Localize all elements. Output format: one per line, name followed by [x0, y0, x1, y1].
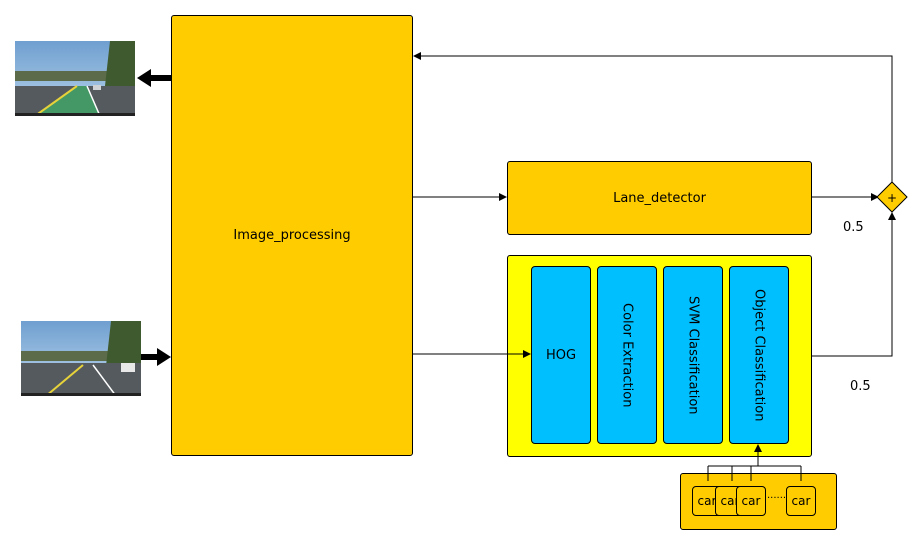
car-item: car: [786, 486, 816, 516]
lane-detector-block: Lane_detector: [507, 161, 812, 235]
hog-block: HOG: [531, 266, 591, 444]
color-extraction-label: Color Extraction: [619, 302, 635, 408]
lane-weight-label: 0.5: [843, 220, 864, 235]
sum-to-image-processing-arrow: [413, 52, 893, 183]
object-classification-label: Object Classification: [751, 288, 767, 422]
input-road-image: [21, 321, 141, 396]
car-item: car: [736, 486, 766, 516]
image-processing-block: Image_processing: [171, 15, 413, 456]
object-classification-block: Object Classification: [729, 266, 789, 444]
output-image-arrow-head: [137, 69, 151, 87]
lane-detector-label: Lane_detector: [613, 190, 706, 206]
image-processing-label: Image_processing: [233, 228, 351, 243]
object-to-sum-arrow: [812, 212, 896, 357]
object-weight-label: 0.5: [850, 379, 871, 394]
output-road-image: [15, 41, 135, 116]
svm-classification-label: SVM Classification: [685, 295, 701, 415]
sum-symbol: +: [887, 191, 897, 205]
car-ellipsis: ......: [767, 490, 787, 501]
input-image-arrow-head: [157, 348, 171, 366]
hog-label: HOG: [545, 347, 577, 363]
svm-classification-block: SVM Classification: [663, 266, 723, 444]
color-extraction-block: Color Extraction: [597, 266, 657, 444]
sum-junction: [876, 181, 908, 213]
